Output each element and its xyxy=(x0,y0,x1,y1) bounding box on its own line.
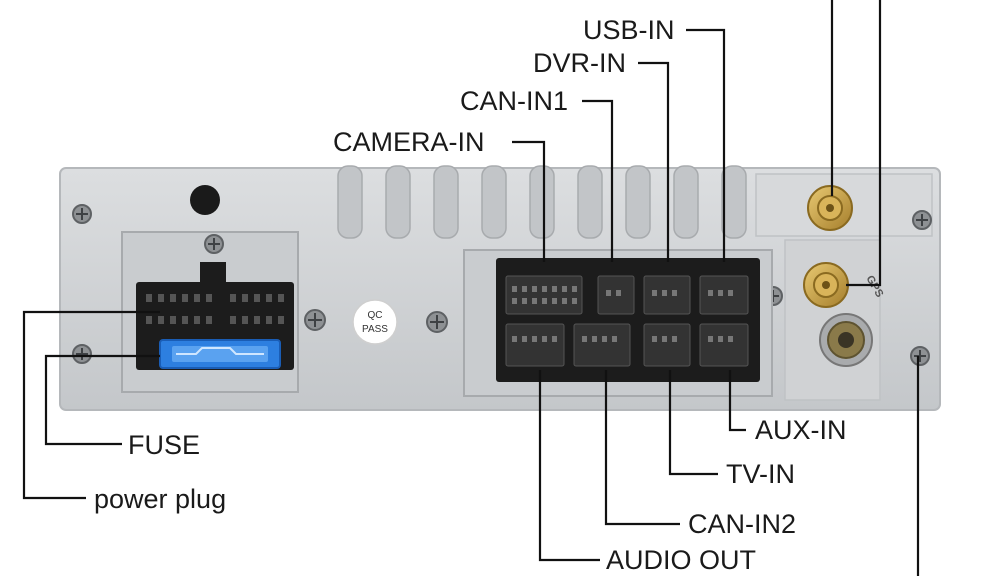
label-tv-in: TV-IN xyxy=(726,459,795,489)
qc-badge-line1: QC xyxy=(368,310,383,321)
qc-badge-line2: PASS xyxy=(362,324,388,335)
screw-icon xyxy=(204,234,224,254)
antenna-connector-icon: GPS xyxy=(803,262,885,308)
screw-icon xyxy=(426,311,448,333)
label-aux-in: AUX-IN xyxy=(755,415,847,445)
fuse-icon xyxy=(159,339,281,369)
label-camera-in: CAMERA-IN xyxy=(333,127,485,157)
av-connector-block xyxy=(463,249,773,397)
screw-icon xyxy=(304,309,326,331)
qc-pass-badge: QC PASS xyxy=(352,299,398,345)
screw-icon xyxy=(72,204,92,224)
label-audio-out: AUDIO OUT xyxy=(606,545,756,575)
label-can-in2: CAN-IN2 xyxy=(688,509,796,539)
screw-icon xyxy=(912,210,932,230)
label-power-plug: power plug xyxy=(94,484,226,514)
leader-lines xyxy=(22,0,920,576)
antenna-connector-icon xyxy=(807,185,853,231)
label-usb-in: USB-IN xyxy=(583,15,675,45)
label-can-in1: CAN-IN1 xyxy=(460,86,568,116)
mounting-hole xyxy=(190,185,220,215)
av-pins xyxy=(512,286,733,342)
radio-antenna-socket xyxy=(819,313,873,367)
label-dvr-in: DVR-IN xyxy=(533,48,626,78)
power-pins xyxy=(146,294,284,324)
screw-icon xyxy=(72,344,92,364)
label-fuse: FUSE xyxy=(128,430,200,460)
screw-icon xyxy=(910,346,930,366)
vent-slots xyxy=(337,165,747,239)
